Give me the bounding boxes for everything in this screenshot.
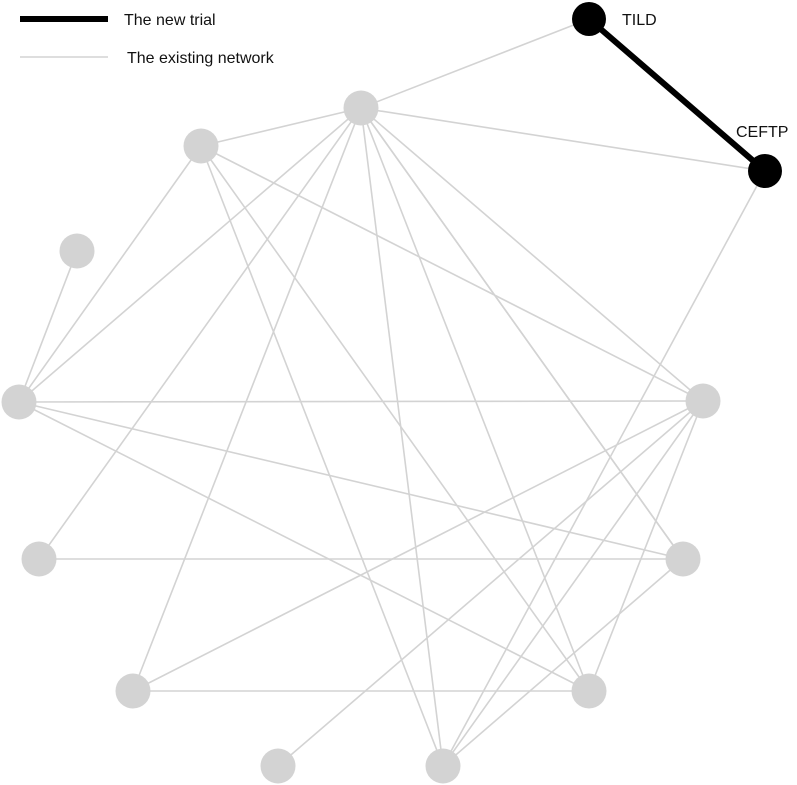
edge-n3-n7 xyxy=(38,107,362,560)
edge-n3-n12 xyxy=(360,107,704,402)
edge-n12-n10 xyxy=(442,400,704,767)
edge-n4-n10 xyxy=(200,145,444,767)
edge-n6-n11 xyxy=(18,401,590,692)
edge-n5-n6 xyxy=(18,250,78,403)
edge-n4-n12 xyxy=(200,145,704,402)
labels-layer: TILD CEFTP xyxy=(622,12,788,141)
edge-n13-n10 xyxy=(442,558,684,767)
edge-n8-n12 xyxy=(132,400,704,692)
edge-n4-n11 xyxy=(200,145,590,692)
new-trial-edge-TILD-CEFTP xyxy=(586,16,768,174)
node-n3 xyxy=(343,90,379,126)
node-n10 xyxy=(425,748,461,784)
edge-n3-n8 xyxy=(132,107,362,692)
edges-layer xyxy=(18,16,768,767)
node-n11 xyxy=(571,673,607,709)
edge-n4-n6 xyxy=(18,145,202,403)
edge-CEFTP-n10 xyxy=(442,170,766,767)
node-TILD xyxy=(572,2,606,36)
edge-n3-n6 xyxy=(18,107,362,403)
node-n6 xyxy=(1,384,37,420)
node-n13 xyxy=(665,541,701,577)
node-n8 xyxy=(115,673,151,709)
legend: The new trial The existing network xyxy=(20,12,275,67)
node-n9 xyxy=(260,748,296,784)
node-label-TILD: TILD xyxy=(622,12,657,29)
node-n4 xyxy=(183,128,219,164)
edge-n3-n10 xyxy=(360,107,444,767)
node-n7 xyxy=(21,541,57,577)
node-CEFTP xyxy=(748,154,782,188)
edge-n3-n11 xyxy=(360,107,590,692)
edge-n3-n4 xyxy=(200,107,362,147)
node-n5 xyxy=(59,233,95,269)
edge-n3-CEFTP xyxy=(360,107,766,172)
nodes-layer xyxy=(1,2,782,784)
edge-n3-n14 xyxy=(360,107,684,560)
edge-n6-n12 xyxy=(18,400,704,403)
node-n14 xyxy=(666,542,701,577)
edge-n12-n9 xyxy=(277,400,704,767)
legend-existing-network-label: The existing network xyxy=(127,50,275,67)
edge-n6-n13 xyxy=(18,401,684,560)
node-n12 xyxy=(685,383,721,419)
edge-TILD-n3 xyxy=(360,18,590,109)
edge-n12-n11 xyxy=(588,400,704,692)
node-label-CEFTP: CEFTP xyxy=(736,124,788,141)
legend-new-trial-label: The new trial xyxy=(124,12,216,29)
